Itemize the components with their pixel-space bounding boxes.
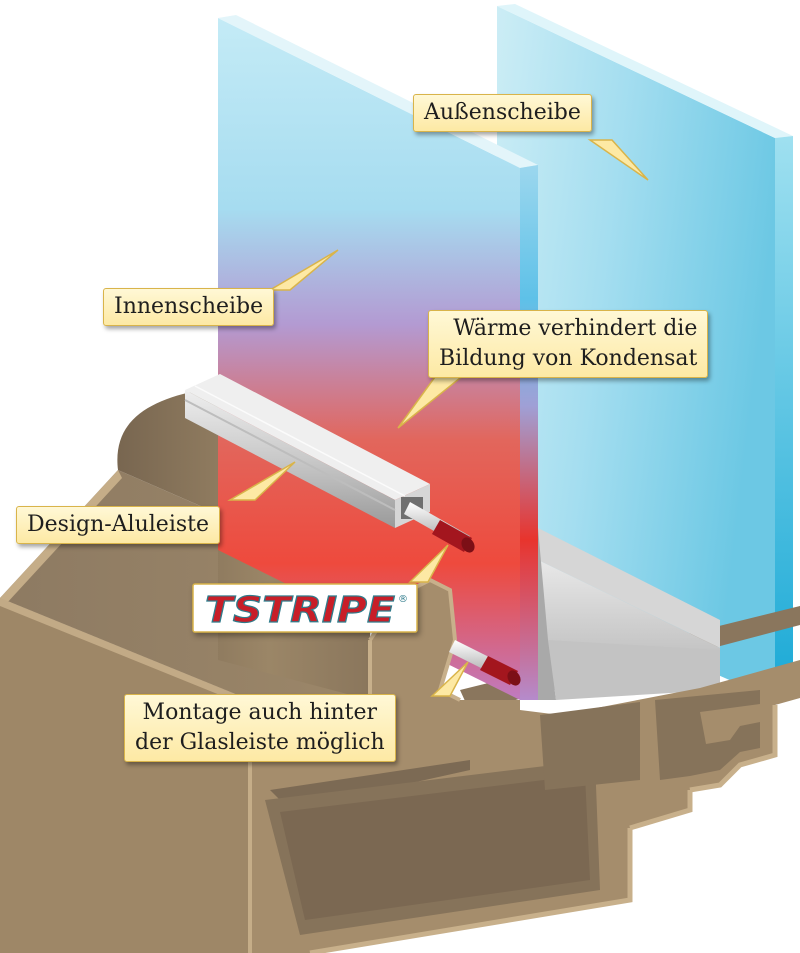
label-heat-note: Wärme verhindert die Bildung von Kondens… [428, 310, 709, 378]
logo-registered-mark: ® [398, 594, 408, 605]
heating-rod-upper [404, 502, 475, 553]
frame-profile-face [0, 470, 800, 953]
label-outer-pane: Außenscheibe [413, 94, 592, 132]
tstripe-logo: TSTRIPE ® [192, 583, 418, 633]
callout-pointers [227, 139, 649, 697]
label-mounting-note: Montage auch hinter der Glasleiste mögli… [124, 694, 396, 762]
label-aluminium-rail: Design-Aluleiste [16, 506, 221, 544]
label-outer-pane-text: Außenscheibe [424, 100, 581, 125]
heating-rod-lower [449, 640, 521, 686]
label-mounting-note-line-1: Montage auch hinter [142, 700, 378, 725]
label-aluminium-rail-text: Design-Aluleiste [27, 512, 210, 537]
label-heat-note-line-2: Bildung von Kondensat [439, 346, 698, 371]
label-inner-pane-text: Innenscheibe [114, 294, 264, 319]
label-inner-pane: Innenscheibe [103, 288, 275, 326]
label-heat-note-line-1: Wärme verhindert die [453, 316, 698, 341]
logo-wordmark: TSTRIPE [205, 590, 395, 631]
glazing-bead [538, 528, 720, 700]
label-mounting-note-line-2: der Glasleiste möglich [135, 730, 385, 755]
